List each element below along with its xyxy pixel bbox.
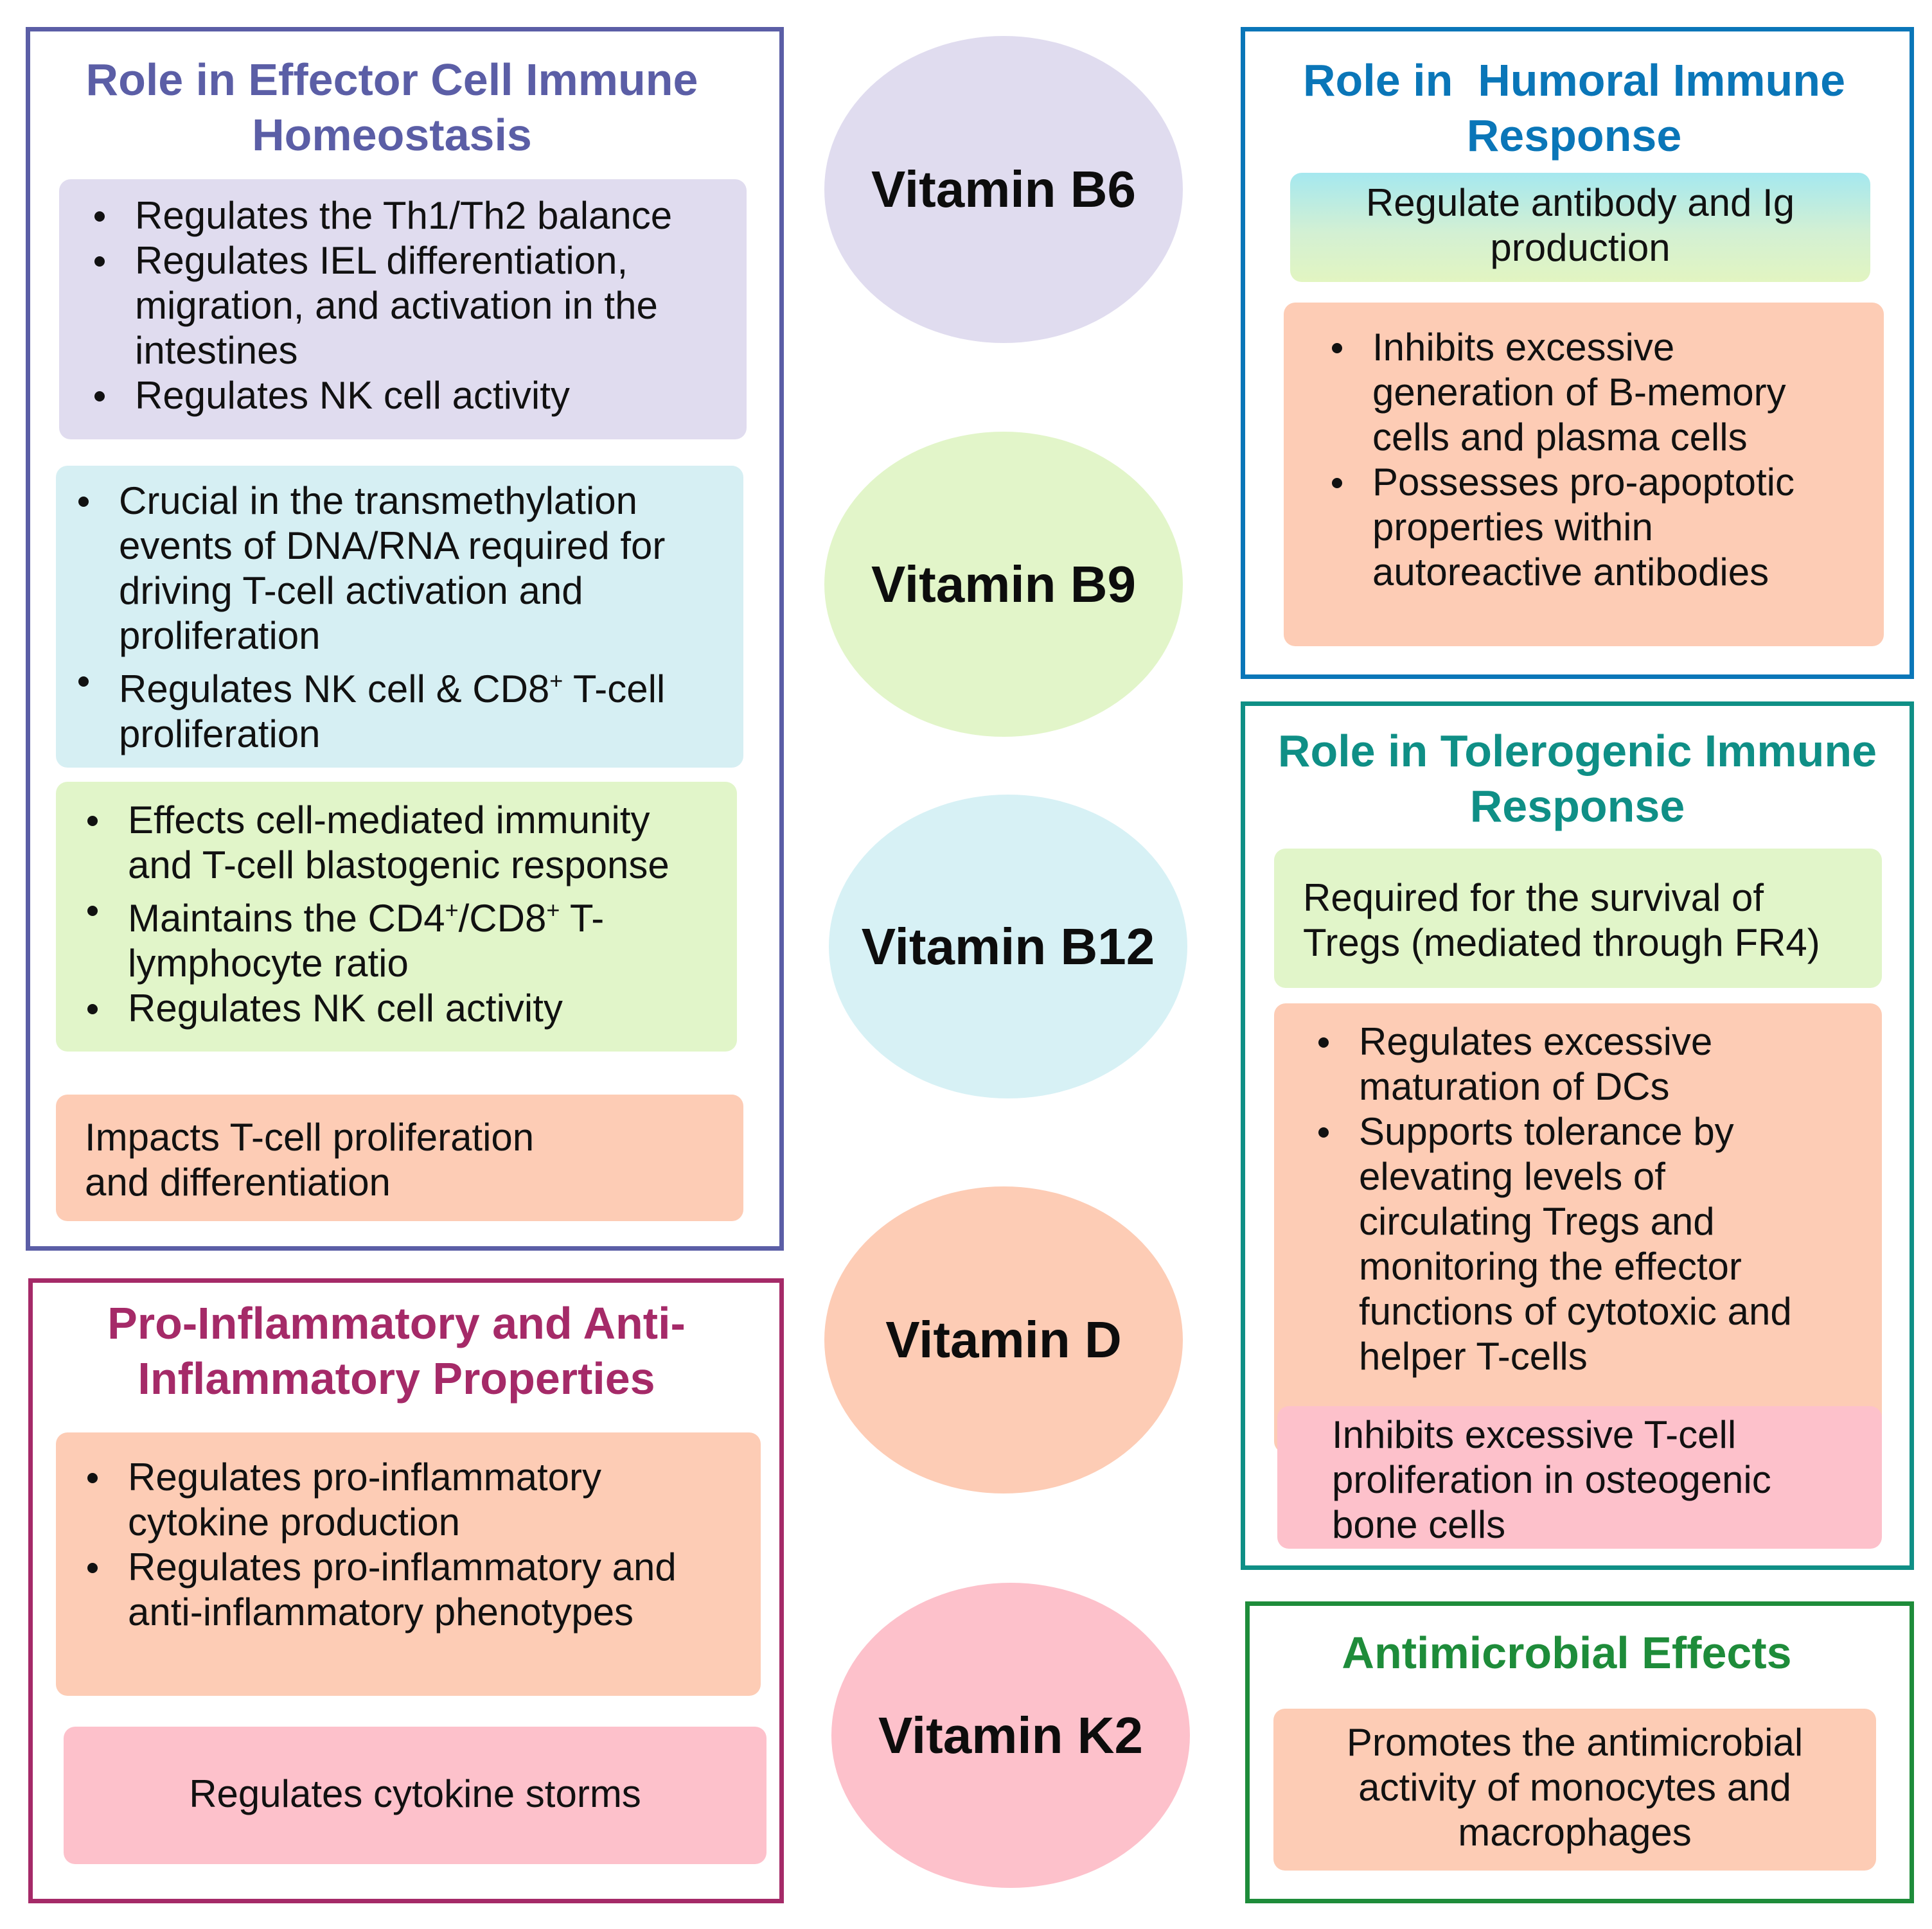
effector-b9-list: Crucial in the transmethylation events o… bbox=[43, 479, 743, 757]
inflammatory-panel-title: Pro-Inflammatory and Anti- Inflammatory … bbox=[107, 1298, 686, 1404]
inflammatory-panel: Pro-Inflammatory and Anti- Inflammatory … bbox=[28, 1278, 784, 1903]
inflammatory-k2-box: Regulates cytokine storms bbox=[64, 1727, 767, 1864]
effector-b6-bullet-3: Regulates NK cell activity bbox=[59, 373, 747, 418]
vitamin-b6-circle: Vitamin B6 bbox=[824, 36, 1183, 343]
tolerogenic-panel: Role in Tolerogenic Immune Response Requ… bbox=[1241, 701, 1914, 1570]
vitamin-k2-circle: Vitamin K2 bbox=[831, 1583, 1190, 1888]
effector-panel: Role in Effector Cell Immune Homeostasis… bbox=[26, 27, 784, 1251]
humoral-panel-title: Role in Humoral Immune Response bbox=[1303, 55, 1845, 161]
vitamin-b6-label: Vitamin B6 bbox=[871, 161, 1136, 218]
vitamin-b12-circle: Vitamin B12 bbox=[829, 795, 1187, 1098]
effector-b12-bullet-1: Effects cell-mediated immunity and T-cel… bbox=[52, 798, 737, 888]
effector-panel-title: Role in Effector Cell Immune Homeostasis bbox=[85, 55, 698, 160]
effector-b12-box: Effects cell-mediated immunity and T-cel… bbox=[56, 782, 737, 1052]
effector-b12-bullet-2: Maintains the CD4+/CD8+ T- lymphocyte ra… bbox=[52, 888, 737, 986]
vitamin-d-circle: Vitamin D bbox=[824, 1186, 1183, 1493]
effector-b9-bullet-1: Crucial in the transmethylation events o… bbox=[43, 479, 743, 658]
effector-b9-box: Crucial in the transmethylation events o… bbox=[56, 466, 743, 768]
effector-b12-list: Effects cell-mediated immunity and T-cel… bbox=[52, 798, 737, 1031]
tolerogenic-k2-box: Inhibits excessive T-cell proliferation … bbox=[1277, 1406, 1882, 1549]
humoral-panel: Role in Humoral Immune Response Regulate… bbox=[1241, 27, 1914, 679]
antimicrobial-panel-title: Antimicrobial Effects bbox=[1342, 1628, 1792, 1678]
effector-b9-bullet-2: Regulates NK cell & CD8+ T-cell prolifer… bbox=[43, 658, 743, 757]
humoral-b6-box: Regulate antibody and Ig production bbox=[1290, 173, 1870, 282]
effector-b6-bullet-1: Regulates the Th1/Th2 balance bbox=[59, 193, 747, 238]
antimicrobial-d-box: Promotes the antimicrobial activity of m… bbox=[1273, 1709, 1876, 1871]
vitamin-d-label: Vitamin D bbox=[885, 1311, 1122, 1368]
tolerogenic-panel-title: Role in Tolerogenic Immune Response bbox=[1277, 726, 1877, 831]
effector-b12-bullet-3: Regulates NK cell activity bbox=[52, 986, 737, 1031]
tolerogenic-b9-box: Required for the survival of Tregs (medi… bbox=[1274, 849, 1882, 988]
effector-d-box: Impacts T-cell proliferation and differe… bbox=[56, 1095, 743, 1221]
antimicrobial-panel: Antimicrobial Effects Promotes the antim… bbox=[1245, 1601, 1914, 1903]
vitamin-b9-label: Vitamin B9 bbox=[871, 555, 1136, 613]
vitamin-b9-circle: Vitamin B9 bbox=[824, 432, 1183, 737]
effector-b6-bullet-2: Regulates IEL differentiation,migration,… bbox=[59, 238, 747, 373]
vitamin-k2-label: Vitamin K2 bbox=[878, 1706, 1143, 1764]
vitamin-b12-label: Vitamin B12 bbox=[861, 917, 1155, 975]
